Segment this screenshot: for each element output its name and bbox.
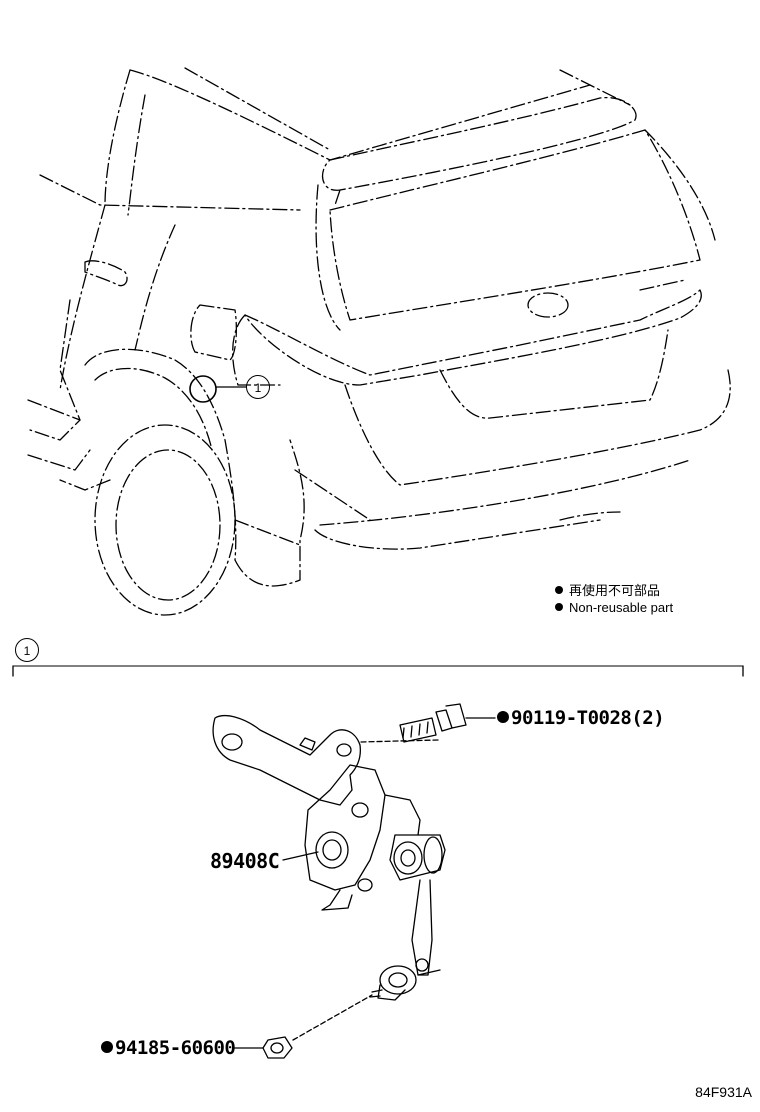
non-reusable-bullet-icon (555, 603, 563, 611)
legend-japanese-label: 再使用不可部品 (569, 583, 661, 598)
legend-english: Non-reusable part (555, 600, 673, 615)
bolt-part-number: 90119-T0028(2) (511, 707, 665, 729)
section-marker-1: 1 (15, 638, 39, 662)
section-divider (12, 665, 744, 677)
vehicle-rear-illustration (27, 67, 731, 616)
figure-code: 84F931A (695, 1084, 752, 1100)
part-label-sensor[interactable]: 89408C (210, 849, 280, 873)
part-label-nut[interactable]: 94185-60600 (101, 1037, 236, 1059)
legend-japanese: 再使用不可部品 (555, 583, 660, 598)
height-sensor-illustration (212, 703, 496, 1059)
vehicle-callout-1: 1 (246, 375, 270, 399)
non-reusable-bullet-icon (555, 586, 563, 594)
non-reusable-bullet-icon (497, 711, 509, 723)
non-reusable-bullet-icon (101, 1041, 113, 1053)
part-label-bolt[interactable]: 90119-T0028(2) (497, 707, 665, 729)
nut-part-number: 94185-60600 (115, 1037, 236, 1059)
sensor-part-number: 89408C (210, 849, 280, 873)
sensor-location-marker (189, 375, 247, 403)
legend-english-label: Non-reusable part (569, 600, 674, 615)
